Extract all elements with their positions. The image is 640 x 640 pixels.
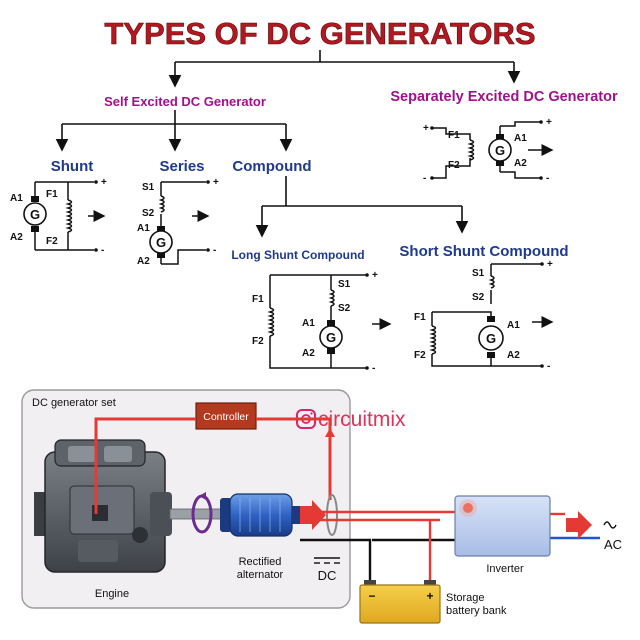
brand-name: circuitmix	[318, 408, 406, 431]
a1-label: A1	[507, 320, 520, 331]
plus-terminal: +	[372, 270, 378, 281]
plus-terminal: +	[423, 123, 429, 134]
separately-excited-circuit: G F1 F2 A1 A2 + - + -	[423, 117, 554, 184]
a1-label: A1	[10, 193, 23, 204]
battery-bank: − +	[359, 580, 441, 624]
short-shunt-label: Short Shunt Compound	[399, 243, 568, 260]
dc-generator-set-illustration: DC generator set Engine	[21, 389, 406, 609]
rectified-alternator	[220, 493, 300, 537]
a1-label: A1	[302, 318, 315, 329]
a2-label: A2	[507, 350, 520, 361]
f1-label: F1	[448, 130, 460, 141]
battery-label-line1: Storage	[446, 592, 485, 604]
minus-terminal: -	[372, 363, 375, 374]
ac-label: AC	[604, 537, 622, 552]
alternator-label-line2: alternator	[237, 569, 284, 581]
short-shunt-circuit: G S1 S2 A1 A2 F1 F2 + -	[414, 259, 554, 372]
drive-shaft	[169, 508, 223, 520]
generator-letter: G	[30, 207, 40, 222]
engine-label: Engine	[95, 588, 129, 600]
s1-label: S1	[338, 279, 351, 290]
s2-label: S2	[472, 292, 485, 303]
s1-label: S1	[142, 182, 155, 193]
s1-label: S1	[472, 268, 485, 279]
plus-terminal: +	[101, 177, 107, 188]
generator-letter: G	[495, 143, 505, 158]
minus-terminal: -	[547, 361, 550, 372]
tree-connectors	[55, 50, 521, 238]
plus-terminal: +	[547, 259, 553, 270]
a2-label: A2	[302, 348, 315, 359]
a1-label: A1	[137, 223, 150, 234]
engine	[34, 439, 172, 573]
controller-box	[195, 402, 257, 430]
inverter-label: Inverter	[486, 563, 524, 575]
wiring	[94, 417, 600, 584]
separately-excited-label: Separately Excited DC Generator	[390, 89, 618, 105]
f1-label: F1	[46, 189, 58, 200]
minus-terminal: -	[213, 245, 216, 256]
generator-letter: G	[156, 235, 166, 250]
alternator-label-line1: Rectified	[239, 556, 282, 568]
controller-label: Controller	[203, 411, 249, 423]
series-circuit: G S1 S2 A1 A2 + -	[137, 177, 219, 267]
long-shunt-circuit: G F1 F2 S1 S2 A1 A2 + -	[252, 270, 392, 374]
f2-label: F2	[46, 236, 58, 247]
long-shunt-label: Long Shunt Compound	[231, 248, 364, 262]
generator-set-label: DC generator set	[32, 397, 116, 409]
a2-label: A2	[10, 232, 23, 243]
current-sensor-ring	[326, 494, 338, 536]
generator-letter: G	[486, 331, 496, 346]
series-label: Series	[159, 158, 204, 175]
inverter	[454, 495, 551, 557]
f1-label: F1	[252, 294, 264, 305]
dc-symbol: DC	[314, 557, 340, 583]
s2-label: S2	[142, 208, 155, 219]
generator-letter: G	[326, 330, 336, 345]
f1-label: F1	[414, 312, 426, 323]
s2-label: S2	[338, 303, 351, 314]
plus-terminal: +	[213, 177, 219, 188]
a2-label: A2	[137, 256, 150, 267]
page-title: TYPES OF DC GENERATORS	[104, 16, 535, 51]
minus-terminal: -	[101, 245, 104, 256]
ac-output-arrow-icon	[566, 511, 592, 539]
current-arrow-icon	[300, 500, 326, 530]
shunt-label: Shunt	[51, 158, 94, 175]
generator-symbol	[23, 202, 47, 226]
battery-label-line2: battery bank	[446, 605, 507, 617]
a1-label: A1	[514, 133, 527, 144]
ac-wave-icon	[603, 521, 617, 529]
battery-minus-terminal: −	[368, 589, 375, 603]
plus-terminal: +	[546, 117, 552, 128]
minus-terminal: -	[423, 173, 426, 184]
f2-label: F2	[414, 350, 426, 361]
f2-label: F2	[252, 336, 264, 347]
f2-label: F2	[448, 160, 460, 171]
inverter-indicator-light	[463, 503, 473, 513]
compound-label: Compound	[232, 158, 311, 175]
a2-label: A2	[514, 158, 527, 169]
dc-label: DC	[318, 568, 337, 583]
shunt-circuit: G A1 A2 F1 F2 + -	[10, 177, 107, 256]
minus-terminal: -	[546, 173, 549, 184]
battery-plus-terminal: +	[426, 589, 433, 603]
self-excited-label: Self Excited DC Generator	[104, 94, 266, 109]
